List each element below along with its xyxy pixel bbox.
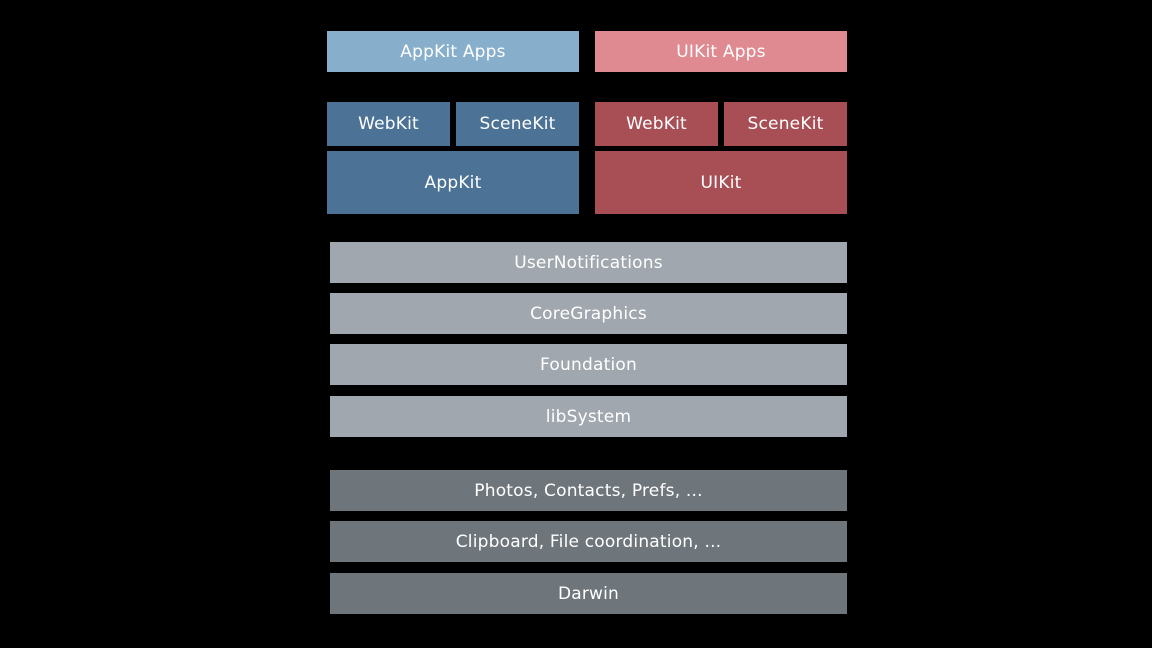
clipboard-file-coordination-layer: Clipboard, File coordination, ... — [330, 521, 847, 562]
libsystem-layer: libSystem — [330, 396, 847, 437]
photos-contacts-prefs-layer: Photos, Contacts, Prefs, ... — [330, 470, 847, 511]
ios-webkit-box: WebKit — [595, 102, 718, 146]
foundation-layer: Foundation — [330, 344, 847, 385]
mac-scenekit-box: SceneKit — [456, 102, 579, 146]
ios-scenekit-box: SceneKit — [724, 102, 847, 146]
usernotifications-layer: UserNotifications — [330, 242, 847, 283]
darwin-layer: Darwin — [330, 573, 847, 614]
appkit-apps-box: AppKit Apps — [327, 31, 579, 72]
appkit-box: AppKit — [327, 151, 579, 214]
uikit-box: UIKit — [595, 151, 847, 214]
coregraphics-layer: CoreGraphics — [330, 293, 847, 334]
uikit-apps-box: UIKit Apps — [595, 31, 847, 72]
mac-webkit-box: WebKit — [327, 102, 450, 146]
